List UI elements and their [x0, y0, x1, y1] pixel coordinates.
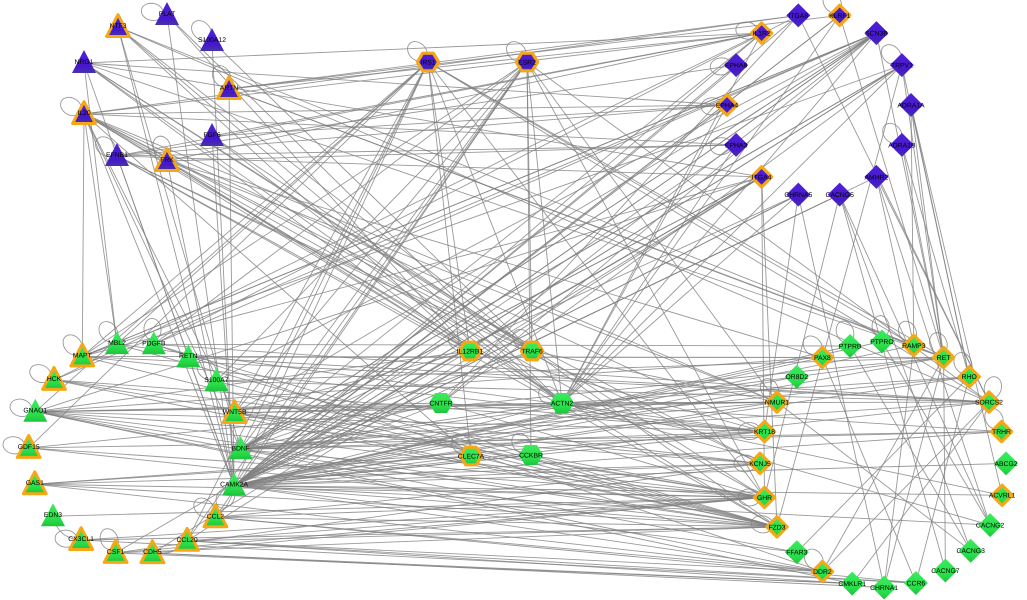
- svg-text:HCK: HCK: [47, 376, 62, 383]
- svg-text:NMUR1: NMUR1: [765, 400, 789, 407]
- svg-text:FRK: FRK: [160, 157, 174, 164]
- svg-text:ESR2: ESR2: [518, 59, 536, 66]
- svg-text:DDR2: DDR2: [813, 569, 832, 576]
- svg-text:WNT5B: WNT5B: [223, 409, 247, 416]
- svg-text:ADRA1B: ADRA1B: [888, 142, 916, 149]
- svg-text:FZD3: FZD3: [769, 524, 786, 531]
- svg-text:OR8D2: OR8D2: [785, 374, 808, 381]
- svg-text:CCL20: CCL20: [177, 537, 198, 544]
- svg-text:CSF1: CSF1: [107, 549, 125, 556]
- svg-text:TRHR: TRHR: [992, 429, 1011, 436]
- svg-text:NTF3: NTF3: [110, 23, 127, 30]
- svg-text:RAMP3: RAMP3: [902, 343, 926, 350]
- svg-text:IL1R2: IL1R2: [753, 31, 771, 38]
- svg-text:SCN3B: SCN3B: [865, 31, 888, 38]
- svg-text:PDGFB: PDGFB: [142, 340, 166, 347]
- svg-text:CMKLR1: CMKLR1: [838, 581, 866, 588]
- svg-text:FFAR3: FFAR3: [786, 550, 807, 557]
- svg-text:AMHR2: AMHR2: [865, 174, 889, 181]
- svg-text:GNAO1: GNAO1: [23, 408, 47, 415]
- svg-text:KLRF1: KLRF1: [829, 13, 850, 20]
- svg-text:S100A12: S100A12: [198, 37, 226, 44]
- svg-text:IRS1: IRS1: [420, 59, 435, 66]
- svg-text:CDH5: CDH5: [143, 549, 162, 556]
- svg-text:IL12RB1: IL12RB1: [457, 348, 484, 355]
- svg-text:CHRNA1: CHRNA1: [870, 585, 898, 592]
- svg-text:ACTN2: ACTN2: [551, 400, 574, 407]
- svg-text:CACNG5: CACNG5: [826, 192, 855, 199]
- svg-text:MAPT: MAPT: [73, 352, 92, 359]
- svg-text:PAX8: PAX8: [814, 355, 831, 362]
- svg-text:S100A7: S100A7: [204, 377, 228, 384]
- svg-text:ACVRL1: ACVRL1: [989, 493, 1016, 500]
- svg-text:CCL2: CCL2: [207, 513, 225, 520]
- svg-text:ABCG2: ABCG2: [994, 461, 1017, 468]
- svg-text:CAMK2A: CAMK2A: [220, 482, 248, 489]
- svg-text:TRPV1: TRPV1: [891, 63, 913, 70]
- svg-text:MBL2: MBL2: [108, 340, 126, 347]
- svg-text:RET: RET: [937, 355, 951, 362]
- svg-text:ITGA4: ITGA4: [752, 174, 772, 181]
- svg-text:RETN: RETN: [179, 353, 198, 360]
- svg-text:NRG1: NRG1: [75, 59, 94, 66]
- svg-text:PTPRO: PTPRO: [870, 339, 893, 346]
- svg-text:CACNG7: CACNG7: [931, 568, 960, 575]
- svg-text:CCR6: CCR6: [907, 580, 926, 587]
- svg-text:GDF15: GDF15: [18, 444, 40, 451]
- svg-text:GAS1: GAS1: [26, 480, 44, 487]
- svg-text:BDNF: BDNF: [231, 445, 250, 452]
- svg-text:ADRA1A: ADRA1A: [897, 102, 925, 109]
- svg-text:GHR: GHR: [757, 495, 772, 502]
- svg-text:IL20: IL20: [77, 110, 90, 117]
- svg-text:EPHA3: EPHA3: [725, 142, 748, 149]
- svg-text:CCKBR: CCKBR: [519, 452, 543, 459]
- svg-text:ARTN: ARTN: [220, 85, 238, 92]
- svg-text:CACNG3: CACNG3: [957, 548, 986, 555]
- svg-text:CHRNA5: CHRNA5: [784, 192, 812, 199]
- svg-text:CX3CL1: CX3CL1: [68, 536, 94, 543]
- svg-text:CNTFR: CNTFR: [429, 400, 452, 407]
- svg-text:CACNG2: CACNG2: [976, 523, 1005, 530]
- svg-text:RHO: RHO: [962, 374, 977, 381]
- svg-text:KCNJ5: KCNJ5: [749, 461, 771, 468]
- svg-text:KRT18: KRT18: [754, 429, 775, 436]
- svg-text:TRAF6: TRAF6: [521, 348, 543, 355]
- svg-text:ITGA8: ITGA8: [788, 13, 808, 20]
- svg-text:SORCS2: SORCS2: [975, 400, 1003, 407]
- svg-text:EFNB1: EFNB1: [106, 152, 128, 159]
- svg-text:PLAT: PLAT: [159, 11, 176, 18]
- svg-text:EDN3: EDN3: [44, 512, 62, 519]
- svg-text:PTPRB: PTPRB: [839, 343, 862, 350]
- svg-text:CLEC7A: CLEC7A: [458, 453, 485, 460]
- svg-text:EPHA4: EPHA4: [716, 102, 739, 109]
- svg-text:FGF6: FGF6: [203, 132, 221, 139]
- svg-text:EPHA8: EPHA8: [725, 63, 748, 70]
